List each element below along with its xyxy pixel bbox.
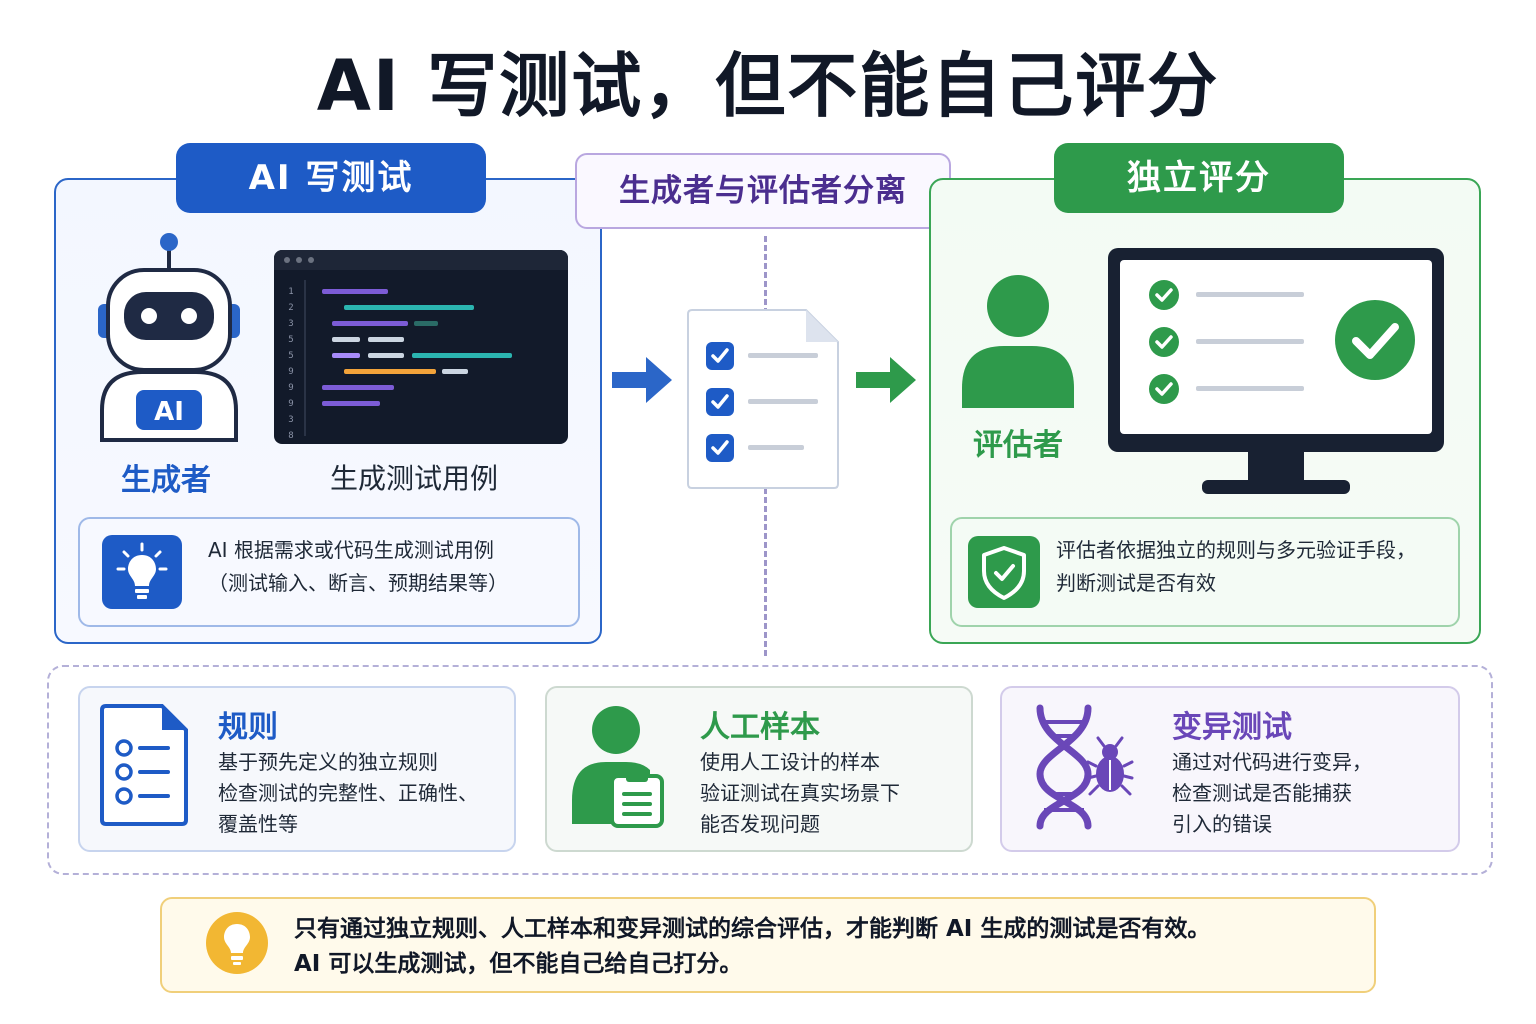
page-title: AI 写测试，但不能自己评分	[316, 45, 1220, 127]
line-number: 8	[288, 431, 294, 441]
line-number: 5	[288, 335, 294, 345]
arrow-right-blue-icon	[612, 357, 672, 403]
generator-panel-header: AI 写测试	[176, 143, 486, 213]
method-line: 通过对代码进行变异，	[1172, 750, 1372, 774]
line-number: 5	[288, 351, 294, 361]
person-icon	[962, 275, 1074, 408]
line-number: 9	[288, 367, 294, 377]
method-text-rules: 基于预先定义的独立规则 检查测试的完整性、正确性、 覆盖性等	[218, 747, 478, 840]
monitor-checklist-icon	[1108, 248, 1444, 494]
rules-document-icon	[100, 704, 188, 826]
method-line: 能否发现问题	[700, 812, 820, 836]
method-title-mutation-testing: 变异测试	[1172, 710, 1292, 745]
generator-info-line: （测试输入、断言、预期结果等）	[208, 571, 508, 595]
method-title-rules: 规则	[218, 710, 278, 745]
method-text-human-samples: 使用人工设计的样本 验证测试在真实场景下 能否发现问题	[700, 747, 900, 840]
method-line: 检查测试是否能捕获	[1172, 781, 1352, 805]
window-dot-icon	[296, 257, 302, 263]
method-card-mutation-testing	[1000, 686, 1460, 852]
method-line: 使用人工设计的样本	[700, 750, 880, 774]
method-line: 基于预先定义的独立规则	[218, 750, 438, 774]
evaluator-label: 评估者	[973, 428, 1063, 463]
code-label: 生成测试用例	[329, 462, 498, 495]
line-numbers: 1 2 3 5 5 9 9 9 3 8	[282, 284, 300, 444]
method-line: 检查测试的完整性、正确性、	[218, 781, 478, 805]
line-number: 2	[288, 303, 294, 313]
conclusion-box	[160, 897, 1376, 993]
person-clipboard-icon	[572, 706, 664, 828]
conclusion-line: AI 可以生成测试，但不能自己给自己打分。	[294, 951, 743, 977]
validation-methods-container	[47, 665, 1493, 875]
method-title-human-samples: 人工样本	[700, 710, 820, 745]
method-line: 验证测试在真实场景下	[700, 781, 900, 805]
line-number: 1	[288, 287, 294, 297]
evaluator-panel-header: 独立评分	[1054, 143, 1344, 213]
line-number: 3	[288, 319, 294, 329]
dna-bug-icon	[1036, 704, 1134, 830]
evaluator-info-text: 评估者依据独立的规则与多元验证手段， 判断测试是否有效	[1056, 534, 1416, 600]
shield-check-icon	[968, 536, 1040, 608]
line-number: 3	[288, 415, 294, 425]
method-line: 引入的错误	[1172, 812, 1272, 836]
method-line: 覆盖性等	[218, 812, 298, 836]
conclusion-text: 只有通过独立规则、人工样本和变异测试的综合评估，才能判断 AI 生成的测试是否有…	[294, 912, 1210, 982]
robot-badge-text: AI	[154, 397, 184, 427]
generator-label: 生成者	[121, 463, 211, 498]
checklist-document-icon	[687, 309, 839, 489]
arrow-right-green-icon	[856, 357, 916, 403]
line-number: 9	[288, 399, 294, 409]
method-text-mutation-testing: 通过对代码进行变异， 检查测试是否能捕获 引入的错误	[1172, 747, 1372, 840]
robot-icon: AI	[98, 233, 240, 442]
editor-titlebar	[274, 250, 568, 270]
conclusion-line: 只有通过独立规则、人工样本和变异测试的综合评估，才能判断 AI 生成的测试是否有…	[294, 916, 1211, 942]
evaluator-info-line: 评估者依据独立的规则与多元验证手段，	[1056, 538, 1416, 562]
window-dot-icon	[308, 257, 314, 263]
code-lines	[322, 289, 512, 406]
code-editor: 1 2 3 5 5 9 9 9 3 8	[274, 250, 568, 444]
lightbulb-icon	[206, 912, 268, 974]
separation-label: 生成者与评估者分离	[575, 153, 951, 229]
line-number: 9	[288, 383, 294, 393]
generator-info-line: AI 根据需求或代码生成测试用例	[208, 538, 494, 562]
lightbulb-icon	[102, 535, 182, 609]
window-dot-icon	[284, 257, 290, 263]
generator-info-text: AI 根据需求或代码生成测试用例 （测试输入、断言、预期结果等）	[208, 534, 508, 600]
evaluator-info-line: 判断测试是否有效	[1056, 571, 1216, 595]
